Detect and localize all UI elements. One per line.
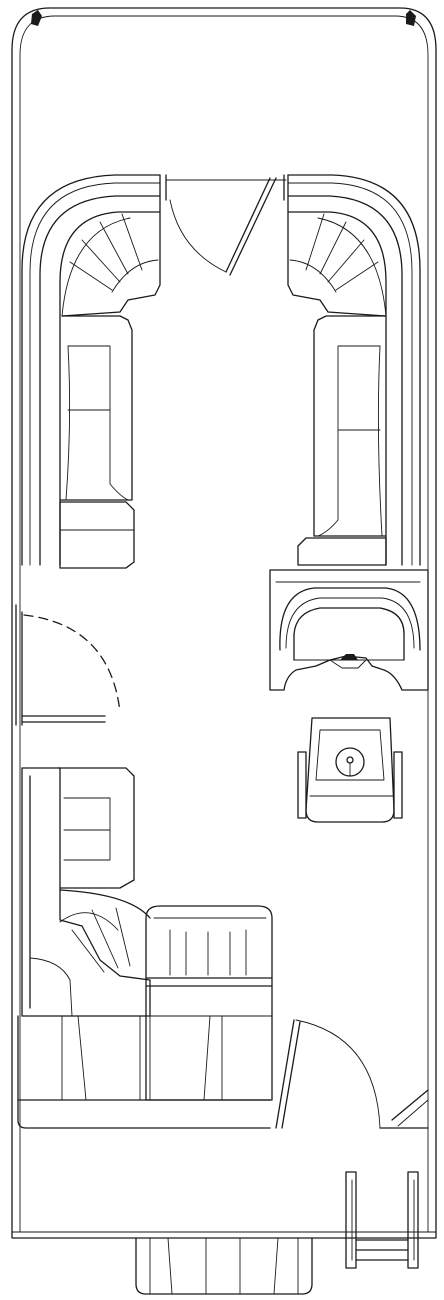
bow-gate-door [165,174,287,276]
helm-console [269,569,429,691]
swim-platform-step [135,1237,313,1295]
bow-cleat-right [406,10,416,26]
aft-lounge-left [21,767,151,1017]
bow-lounge-left [21,174,161,569]
hull-outline [11,7,437,1239]
captain-chair [297,717,403,823]
bow-cleat-left [31,10,42,26]
aft-gate-door [275,1019,429,1129]
side-gate-door [15,604,121,726]
aft-chaise-lounge [145,905,273,1101]
bow-lounge-right [287,174,421,566]
aft-bench [17,1015,271,1129]
boarding-ladder [345,1171,419,1269]
